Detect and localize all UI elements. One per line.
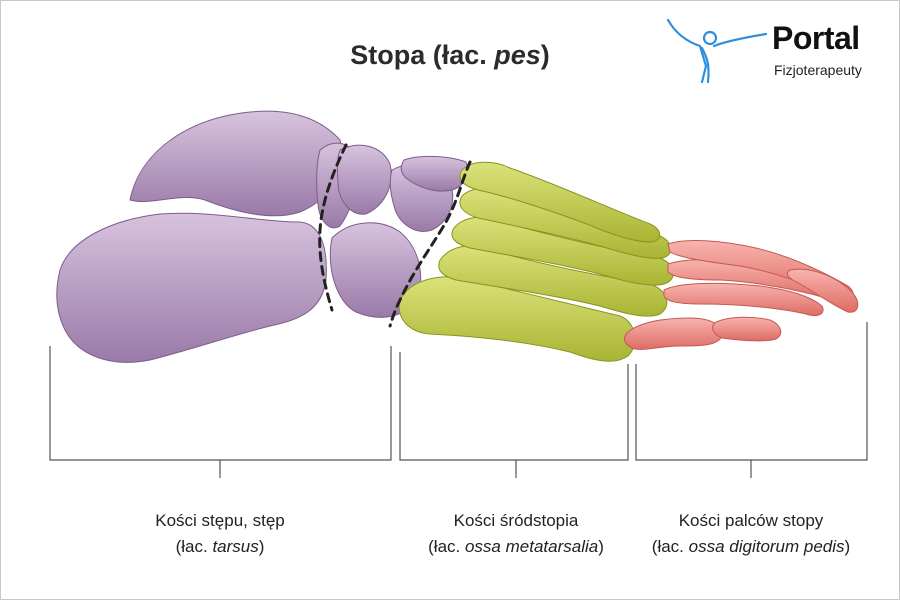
tarsus-label: Kości stępu, stęp (łac. tarsus): [155, 511, 285, 556]
section-brackets: [49, 322, 868, 478]
portal-logo: Portal Fizjoterapeuty: [662, 16, 882, 86]
talus-bone: [129, 110, 343, 217]
metatarsal-5-bone: [459, 161, 661, 243]
tarsus-bracket: [49, 346, 392, 478]
joint-boundary-lines: [318, 143, 472, 328]
metatarsus-bracket: [399, 352, 629, 478]
tarsometatarsal-joint-line: [388, 160, 472, 328]
cuneiform-medial-bone: [336, 144, 392, 215]
metatarsus-label: Kości śródstopia (łac. ossa metatarsalia…: [428, 511, 604, 556]
logo-name: Portal: [772, 20, 860, 56]
phalanges-label: Kości palców stopy (łac. ossa digitorum …: [651, 511, 851, 556]
hallux-proximal-phalanx: [624, 317, 723, 350]
metatarsal-bones: [398, 161, 674, 362]
diagram-title: Stopa (łac. pes): [350, 40, 550, 70]
stretching-person-icon: [666, 18, 768, 84]
cuneiform-lateral-bone: [400, 155, 468, 192]
calcaneus-bone: [56, 212, 327, 363]
phalanx-bones: [624, 240, 859, 350]
toe5-distal-phalanx: [786, 268, 859, 313]
phalanges-bracket: [635, 322, 868, 478]
toe2-phalanges: [663, 282, 824, 317]
hallux-distal-phalanx: [712, 316, 782, 342]
tarsal-bones: [56, 110, 468, 363]
transverse-tarsal-joint-line: [318, 143, 348, 312]
logo-subtitle: Fizjoterapeuty: [774, 62, 862, 78]
